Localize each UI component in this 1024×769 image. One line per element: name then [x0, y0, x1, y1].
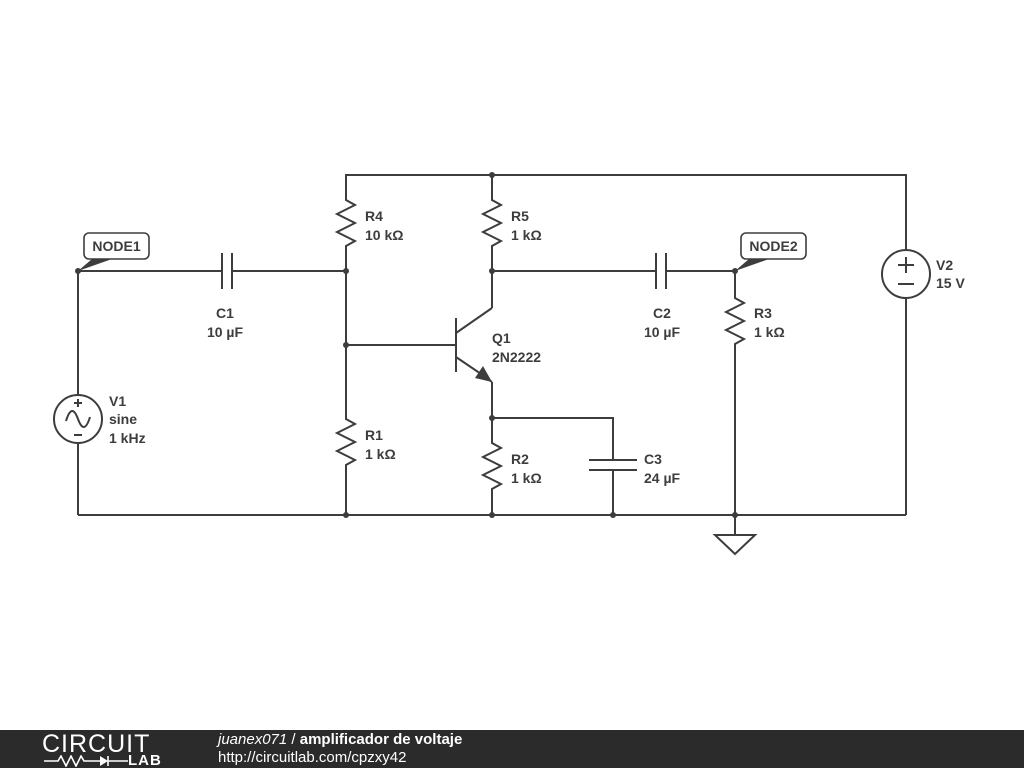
r5-name: R5 — [511, 208, 529, 224]
v1-name: V1 — [109, 393, 126, 409]
r4-name: R4 — [365, 208, 383, 224]
dc-source-v2[interactable] — [881, 249, 931, 299]
c2-name: C2 — [653, 305, 671, 321]
logo-text-lab: LAB — [128, 752, 162, 769]
junction-dots — [75, 172, 738, 518]
circuit-title-line: juanex071 / amplificador de voltaje — [218, 731, 462, 749]
q1-value: 2N2222 — [492, 349, 541, 365]
c1-name: C1 — [216, 305, 234, 321]
c1-value: 10 µF — [207, 324, 244, 340]
c3-name: C3 — [644, 451, 662, 467]
r2-value: 1 kΩ — [511, 470, 542, 486]
c3-value: 24 µF — [644, 470, 681, 486]
wires — [77, 174, 907, 535]
node1-tag[interactable]: NODE1 — [78, 232, 150, 271]
v2-value: 15 V — [936, 275, 965, 291]
wire-top-rail — [345, 174, 907, 250]
circuitlab-logo[interactable]: CIRCUIT LAB — [42, 730, 182, 769]
resistor-r2[interactable] — [480, 438, 504, 494]
resistor-r3[interactable] — [723, 293, 747, 349]
resistor-r1[interactable] — [334, 414, 358, 474]
resistor-r5[interactable] — [480, 195, 504, 251]
r3-name: R3 — [754, 305, 772, 321]
emitter-arrow-icon — [475, 366, 492, 382]
c2-value: 10 µF — [644, 324, 681, 340]
r1-value: 1 kΩ — [365, 446, 396, 462]
node2-label: NODE2 — [749, 238, 797, 254]
sine-source-v1[interactable] — [53, 394, 103, 444]
r3-value: 1 kΩ — [754, 324, 785, 340]
ground-icon — [712, 534, 758, 556]
node2-tag[interactable]: NODE2 — [735, 232, 807, 271]
sine-wave-icon — [65, 410, 91, 428]
q1-name: Q1 — [492, 330, 511, 346]
r1-name: R1 — [365, 427, 383, 443]
resistor-diode-icon — [44, 755, 128, 767]
node1-label: NODE1 — [92, 238, 140, 254]
circuit-url-link[interactable]: http://circuitlab.com/cpzxy42 — [218, 749, 407, 766]
circuit-title: amplificador de voltaje — [299, 731, 463, 748]
capacitor-c3[interactable] — [589, 459, 637, 471]
footer-bar: CIRCUIT LAB juanex071 / amplificador de … — [0, 730, 1024, 769]
wire-emitter-c3 — [492, 417, 614, 460]
r2-name: R2 — [511, 451, 529, 467]
resistor-r4[interactable] — [334, 195, 358, 251]
title-separator: / — [287, 731, 300, 748]
capacitor-c2[interactable] — [655, 253, 667, 289]
capacitor-c1[interactable] — [221, 253, 233, 289]
r4-value: 10 kΩ — [365, 227, 403, 243]
transistor-q1[interactable] — [455, 307, 493, 383]
v1-type: sine — [109, 411, 137, 427]
logo-text-circuit: CIRCUIT — [42, 730, 151, 758]
r5-value: 1 kΩ — [511, 227, 542, 243]
v2-name: V2 — [936, 257, 953, 273]
author-link[interactable]: juanex071 — [218, 731, 288, 748]
circuit-schematic: NODE1 NODE2 R4 10 kΩ R5 1 kΩ C1 10 µF C2… — [53, 172, 965, 556]
v1-value: 1 kHz — [109, 430, 146, 446]
